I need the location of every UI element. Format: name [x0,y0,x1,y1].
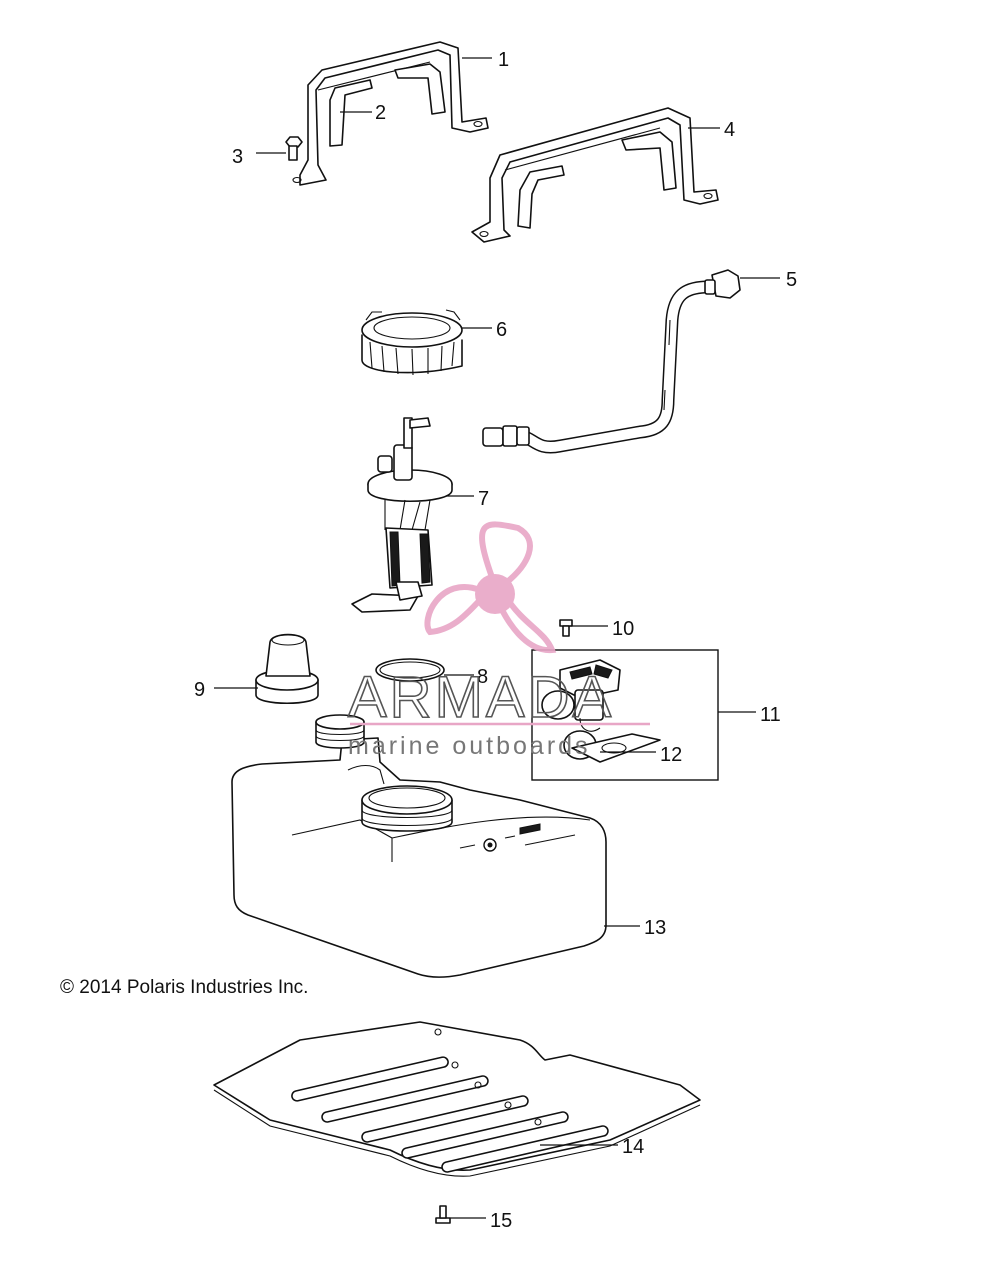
fuel-tank [231,714,607,978]
callout-3: 3 [232,146,243,168]
screw-15 [435,1205,451,1224]
callout-labels: 1 2 3 4 5 6 7 8 9 10 11 12 13 14 15 [194,49,797,1232]
detail-box-11 [531,649,719,781]
watermark-tagline: marine outboards [348,732,591,760]
callout-1: 1 [498,49,509,71]
skid-plate-slots [291,1056,609,1173]
callout-6: 6 [496,319,507,341]
callout-12: 12 [660,744,682,766]
bolt-3 [285,136,303,161]
callout-15: 15 [490,1210,512,1232]
callout-4: 4 [724,119,735,141]
skid-plate [213,1021,701,1177]
callout-5: 5 [786,269,797,291]
fuel-hose [482,269,741,454]
copyright-notice: © 2014 Polaris Industries Inc. [60,977,308,998]
callout-8: 8 [477,666,488,688]
callout-2: 2 [375,102,386,124]
fuel-pump [351,417,453,613]
callout-7: 7 [478,488,489,510]
propeller-logo [424,521,557,654]
callout-11: 11 [760,704,781,726]
watermark-brand: ARMADA [348,665,614,730]
callout-13: 13 [644,917,666,939]
strap-small [292,41,489,186]
armada-watermark: ARMADA marine outboards [347,521,650,760]
strap-large [471,107,719,243]
callout-9: 9 [194,679,205,701]
screw-10 [559,619,573,637]
leader-lines [214,57,780,1219]
lock-ring [361,309,463,376]
callout-10: 10 [612,618,634,640]
o-ring [375,658,445,682]
fuel-cap [255,633,319,705]
callout-14: 14 [622,1136,644,1158]
